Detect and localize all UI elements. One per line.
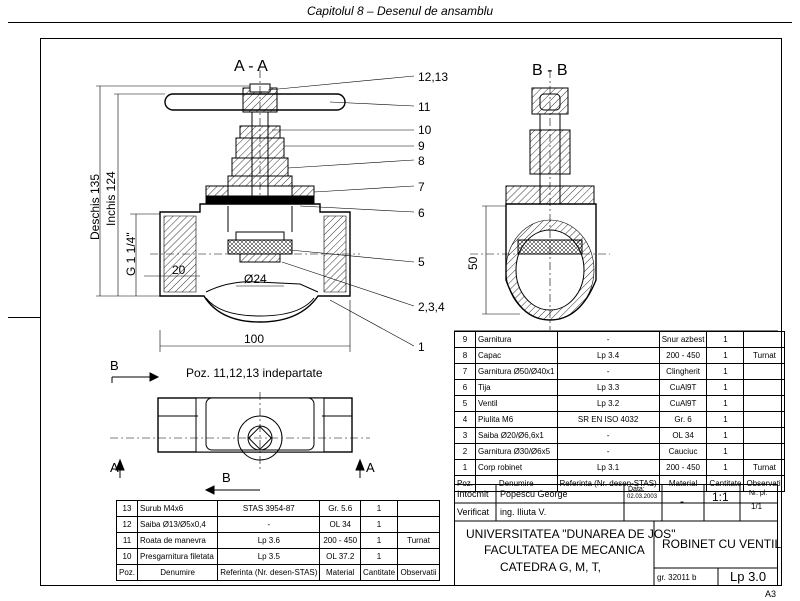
- scale: 1:1: [712, 490, 729, 504]
- drawing-title: ROBINET CU VENTIL: [662, 537, 782, 551]
- parts-header-cell: Denumire: [137, 564, 219, 581]
- section-aa-title: A - A: [234, 58, 268, 75]
- drawing-frame: [40, 38, 782, 586]
- cutting-plane-arrows: [111, 372, 365, 495]
- parts-header-cell: Observatii: [743, 475, 786, 492]
- callout-1: 1: [418, 340, 425, 354]
- parts-cell: Tija: [475, 379, 558, 396]
- callout-5: 5: [418, 255, 425, 269]
- dim-100: 100: [244, 332, 265, 346]
- parts-header-cell: Cantitate: [706, 475, 745, 492]
- parts-header-cell: Cantitate: [360, 564, 399, 581]
- drawn-by: Popescu George: [500, 489, 568, 499]
- date: 02.03.2003: [627, 494, 658, 500]
- dim-20: 20: [172, 263, 186, 277]
- faculty: FACULTATEA DE MECANICA: [484, 543, 645, 557]
- date-label: Data:: [628, 486, 645, 493]
- parts-header-cell: Observatii: [397, 564, 440, 581]
- title-block: [454, 484, 778, 586]
- sheet-label: Nr. pl.: [749, 490, 768, 497]
- callout-11: 11: [418, 100, 431, 114]
- section-bb-title: B - B: [532, 62, 568, 79]
- parts-cell: 1: [706, 411, 745, 428]
- cut-label-a-right: A: [366, 460, 375, 475]
- chapter-header: Capitolul 8 – Desenul de ansamblu: [306, 4, 494, 18]
- callout-12-13: 12,13: [418, 70, 449, 84]
- title-dash: -: [680, 494, 684, 508]
- drawing-number: Lp 3.0: [730, 569, 767, 584]
- parts-header-cell: Referinta (Nr. desen-STAS): [217, 564, 321, 581]
- cut-label-a-left: A: [110, 460, 119, 475]
- detail-note: Poz. 11,12,13 indepartate: [186, 366, 323, 380]
- drawn-label: Intocmit: [457, 489, 489, 499]
- doc-number: gr. 32011 b: [657, 573, 697, 582]
- dimensions-aa: [96, 85, 351, 352]
- sheet-size: A3: [764, 589, 776, 599]
- callout-leaders: [267, 75, 415, 347]
- cut-label-b-top: B: [110, 358, 119, 373]
- header-rule: [8, 22, 792, 23]
- callout-10: 10: [418, 123, 432, 137]
- section-aa-view: [150, 70, 360, 323]
- verified-by: ing. Iliuta V.: [500, 507, 547, 517]
- sheet-number: 1/1: [751, 502, 763, 511]
- parts-header-cell: Referinta (Nr. desen-STAS): [556, 475, 660, 492]
- department: CATEDRA G, M, T,: [500, 560, 601, 574]
- section-bb-view: [470, 70, 610, 330]
- university: UNIVERSITATEA "DUNAREA DE JOS": [466, 527, 676, 541]
- cut-label-b-bottom: B: [222, 470, 231, 485]
- top-view: [110, 392, 370, 470]
- verified-label: Verificat: [457, 507, 490, 517]
- fold-mark: [8, 317, 40, 318]
- callout-9: 9: [418, 139, 425, 153]
- dim-24: Ø24: [244, 272, 267, 286]
- callout-8: 8: [418, 154, 425, 168]
- callout-7: 7: [418, 180, 425, 194]
- callout-6: 6: [418, 206, 425, 220]
- parts-header-cell: Poz.: [115, 564, 139, 581]
- callout-2-3-4: 2,3,4: [418, 300, 445, 314]
